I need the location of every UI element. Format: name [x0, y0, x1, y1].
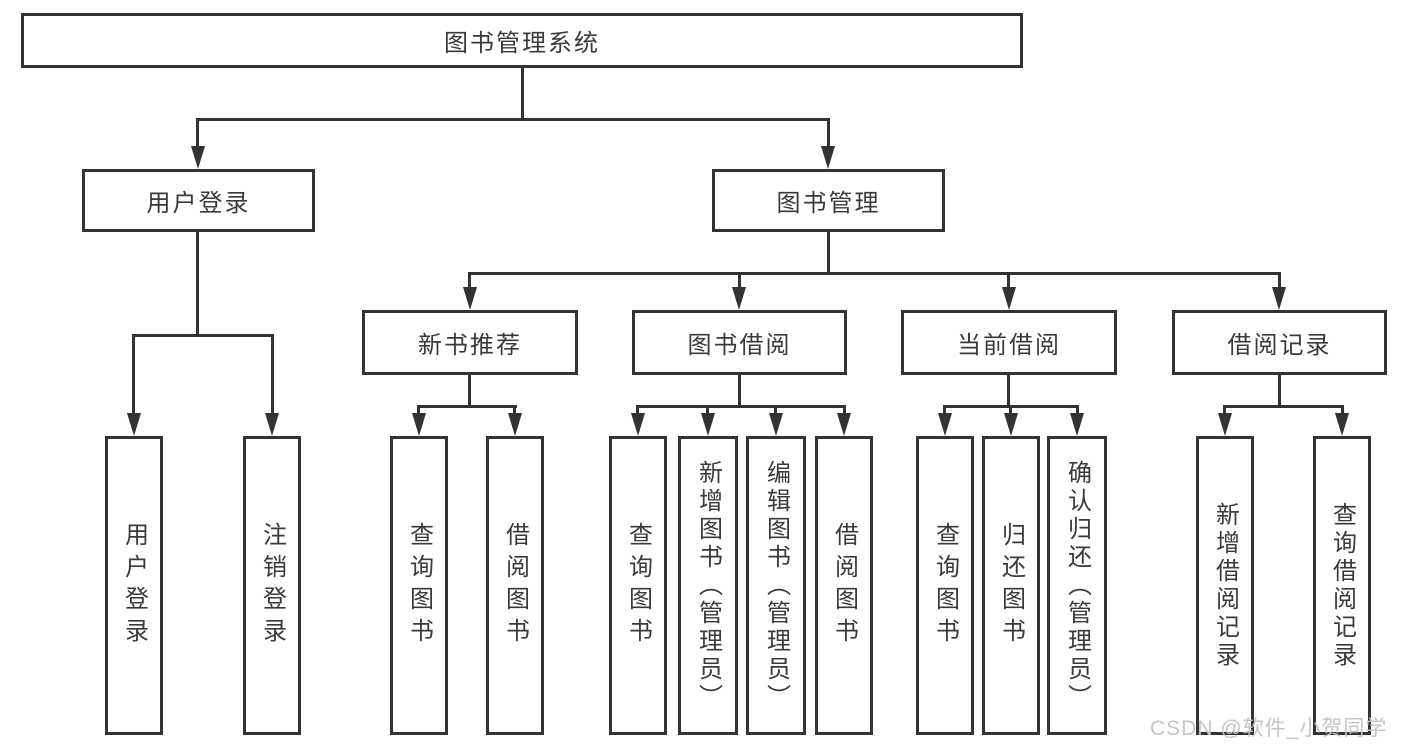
arrow-down-icon: [412, 413, 426, 436]
connector-drop: [1341, 405, 1344, 415]
leaf-user-login: 用户登录: [105, 436, 163, 735]
connector-book-mgmt-stem: [827, 232, 830, 272]
node-root: 图书管理系统: [21, 13, 1023, 68]
connector-user-login-bar: [132, 334, 274, 337]
leaf-add-book-admin: 新增图书（管理员）: [678, 436, 738, 735]
node-current-borrow-label: 当前借阅: [957, 332, 1061, 359]
connector-drop-book-borrow: [738, 272, 741, 287]
leaf-return-book-label: 归还图书: [997, 521, 1025, 650]
leaf-borrow-book-label: 借阅图书: [501, 521, 529, 650]
leaf-borrow-book-label: 借阅图书: [830, 521, 858, 650]
connector-book-mgmt-bar: [468, 272, 1281, 275]
connector-drop: [1223, 405, 1226, 415]
leaf-query-book-label: 查询图书: [931, 521, 959, 650]
node-borrow-record-label: 借阅记录: [1227, 332, 1332, 359]
node-root-label: 图书管理系统: [444, 30, 600, 57]
leaf-query-book-label: 查询图书: [405, 521, 433, 650]
leaf-borrow-book-recommend: 借阅图书: [486, 436, 544, 735]
arrow-down-icon: [1002, 287, 1016, 310]
arrow-down-icon: [769, 413, 783, 436]
leaf-confirm-return-admin-label: 确认归还（管理员）: [1063, 459, 1091, 712]
connector-drop: [417, 405, 420, 415]
leaf-query-book-borrow: 查询图书: [609, 436, 667, 735]
connector-drop: [1076, 405, 1079, 415]
connector-borrow-record-bar: [1223, 405, 1344, 408]
connector-drop: [1009, 405, 1012, 415]
connector-drop: [513, 405, 516, 415]
arrow-down-icon: [821, 146, 835, 169]
arrow-down-icon: [732, 287, 746, 310]
connector-drop-user-login: [196, 118, 199, 148]
arrow-down-icon: [508, 413, 522, 436]
node-book-borrow-label: 图书借阅: [687, 332, 792, 359]
connector-borrow-record-stem: [1278, 375, 1281, 405]
connector-new-book-stem: [468, 375, 471, 405]
leaf-add-book-admin-label: 新增图书（管理员）: [694, 459, 722, 712]
arrow-down-icon: [938, 413, 952, 436]
leaf-query-book-recommend: 查询图书: [390, 436, 448, 735]
leaf-confirm-return-admin: 确认归还（管理员）: [1047, 436, 1107, 735]
node-new-book-recommend-label: 新书推荐: [418, 332, 522, 359]
connector-drop-current-borrow: [1007, 272, 1010, 287]
leaf-edit-book-admin-label: 编辑图书（管理员）: [762, 459, 790, 712]
node-user-login-label: 用户登录: [146, 190, 251, 217]
arrow-down-icon: [463, 287, 477, 310]
leaf-add-borrow-record-label: 新增借阅记录: [1211, 501, 1239, 670]
arrow-down-icon: [191, 146, 205, 169]
leaf-add-borrow-record: 新增借阅记录: [1196, 436, 1254, 735]
connector-new-book-bar: [417, 405, 517, 408]
node-book-management-label: 图书管理: [776, 190, 881, 217]
node-borrow-record: 借阅记录: [1172, 310, 1387, 375]
connector-book-borrow-bar: [636, 405, 846, 408]
leaf-edit-book-admin: 编辑图书（管理员）: [746, 436, 806, 735]
node-user-login: 用户登录: [82, 169, 315, 232]
leaf-logout-label: 注销登录: [258, 521, 286, 650]
node-new-book-recommend: 新书推荐: [362, 310, 578, 375]
leaf-query-book-current: 查询图书: [916, 436, 974, 735]
node-current-borrow: 当前借阅: [901, 310, 1117, 375]
connector-drop-leaf-login: [132, 334, 135, 413]
arrow-down-icon: [1272, 287, 1286, 310]
arrow-down-icon: [1004, 413, 1018, 436]
leaf-user-login-label: 用户登录: [120, 521, 148, 650]
connector-drop: [636, 405, 639, 415]
leaf-return-book: 归还图书: [982, 436, 1040, 735]
csdn-watermark: CSDN @软件_小贺同学: [1150, 717, 1388, 740]
arrow-down-icon: [1070, 413, 1084, 436]
arrow-down-icon: [1335, 413, 1349, 436]
connector-drop: [706, 405, 709, 415]
connector-drop-leaf-logout: [271, 334, 274, 413]
connector-drop-book-mgmt: [827, 118, 830, 148]
connector-drop-borrow-record: [1278, 272, 1281, 287]
arrow-down-icon: [631, 413, 645, 436]
arrow-down-icon: [265, 413, 279, 436]
arrow-down-icon: [127, 413, 141, 436]
connector-book-borrow-stem: [738, 375, 741, 405]
connector-root-bar: [196, 118, 830, 121]
connector-user-login-stem: [196, 232, 199, 334]
node-book-borrow: 图书借阅: [632, 310, 847, 375]
leaf-borrow-book: 借阅图书: [815, 436, 873, 735]
leaf-logout: 注销登录: [243, 436, 301, 735]
leaf-query-book-label: 查询图书: [624, 521, 652, 650]
connector-drop-new-book: [468, 272, 471, 287]
connector-drop: [774, 405, 777, 415]
connector-current-borrow-stem: [1007, 375, 1010, 405]
arrow-down-icon: [837, 413, 851, 436]
arrow-down-icon: [1218, 413, 1232, 436]
connector-drop: [943, 405, 946, 415]
leaf-query-borrow-record-label: 查询借阅记录: [1328, 501, 1356, 670]
node-book-management: 图书管理: [712, 169, 945, 232]
arrow-down-icon: [701, 413, 715, 436]
connector-root-stem: [521, 68, 524, 118]
connector-drop: [843, 405, 846, 415]
leaf-query-borrow-record: 查询借阅记录: [1313, 436, 1371, 735]
